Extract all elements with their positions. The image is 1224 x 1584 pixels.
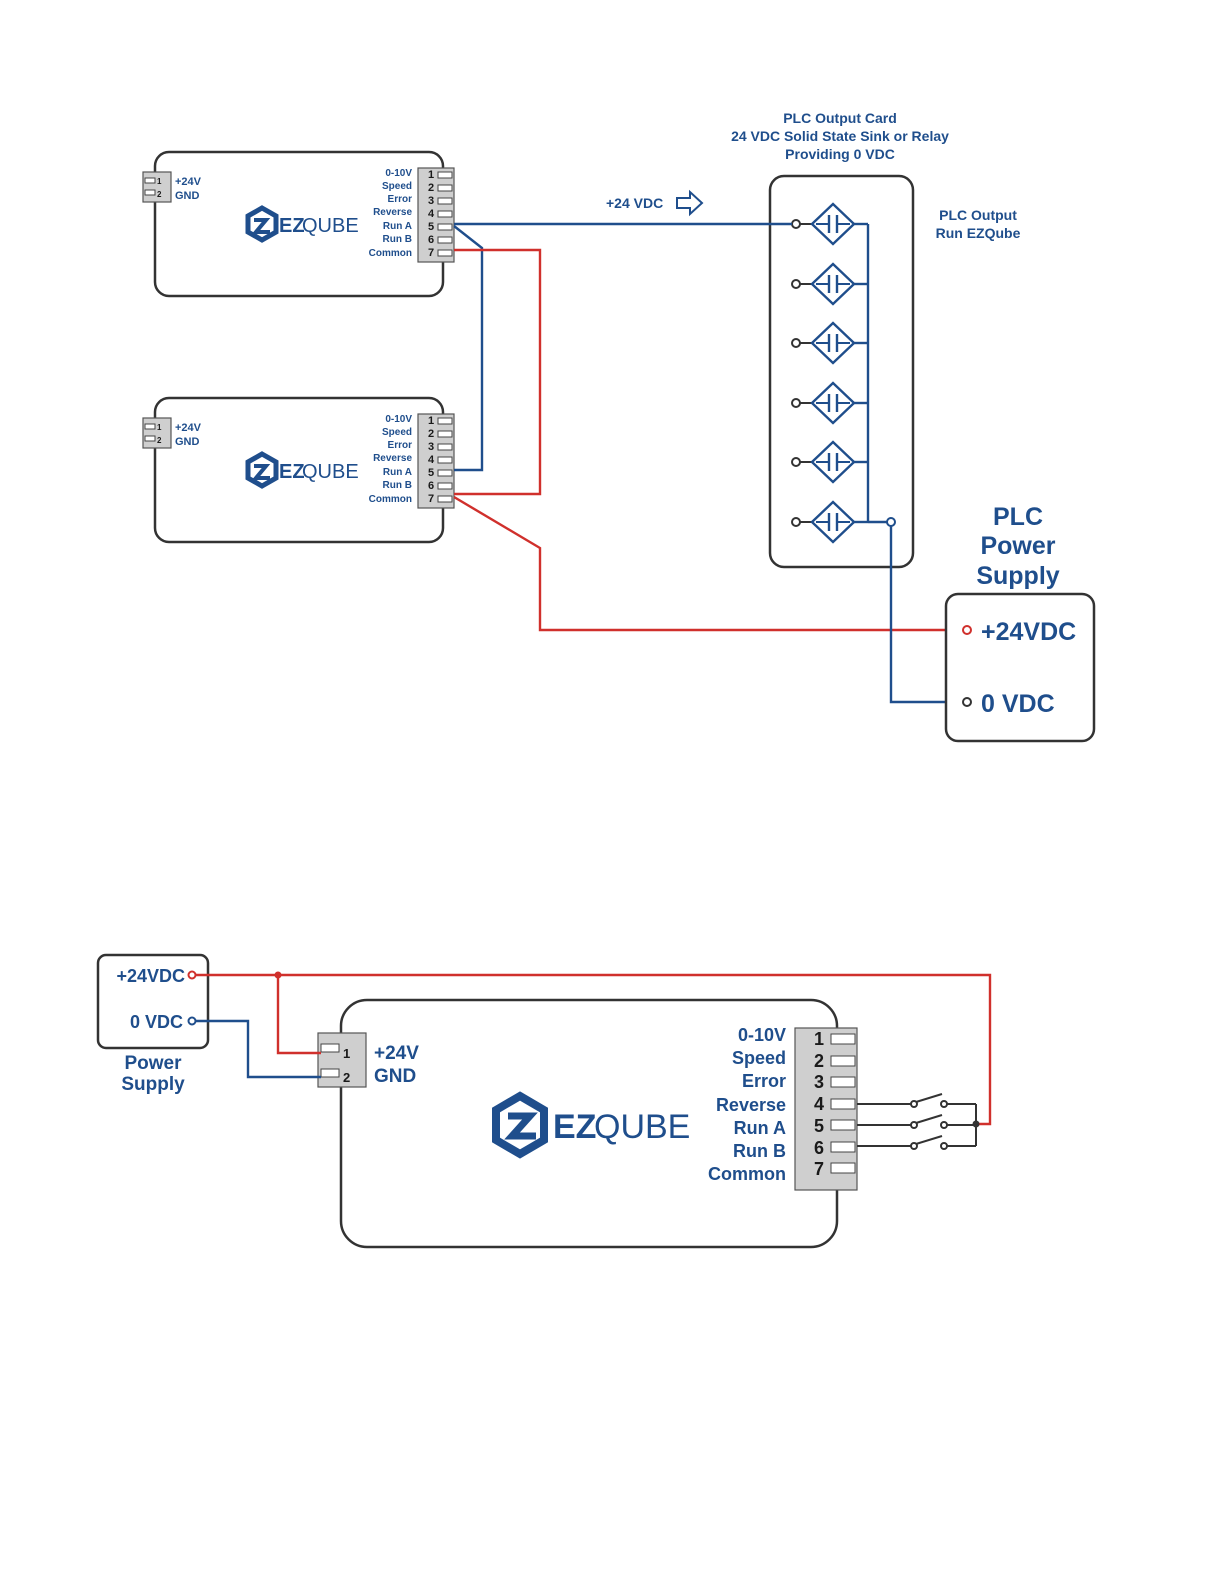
wire-24vdc-to-module — [276, 975, 321, 1055]
power-supply-neg-label: 0 VDC — [130, 1012, 183, 1032]
power-label-gnd: GND — [374, 1066, 416, 1087]
plc-supply-pos-terminal — [962, 625, 972, 635]
brand-qube: QUBE — [594, 1108, 690, 1146]
wire-common-bridge — [454, 248, 542, 496]
io-label-reverse: Reverse — [716, 1095, 786, 1115]
ezqube-module-2 — [143, 398, 454, 542]
power-pin-2: 2 — [343, 1070, 350, 1085]
power-supply-pos-terminal — [187, 970, 197, 980]
power-supply-caption-line1: Power — [124, 1053, 182, 1074]
plc-supply-title-line3: Supply — [976, 562, 1059, 590]
plc-supply-title-line2: Power — [980, 532, 1055, 560]
io-pin-4: 4 — [814, 1094, 824, 1114]
io-pin-2: 2 — [814, 1051, 824, 1071]
wire-24vdc-to-switches — [196, 973, 992, 1126]
plc-card-title: PLC Output Card 24 VDC Solid State Sink … — [731, 110, 949, 162]
io-label-run-a: Run A — [734, 1118, 786, 1138]
wire-common-to-plc-supply — [453, 495, 963, 632]
plc-power-supply-box — [944, 592, 1096, 743]
plc-card-title-line1: PLC Output Card — [783, 110, 897, 126]
plc-card-title-line2: 24 VDC Solid State Sink or Relay — [731, 128, 949, 144]
io-label-error: Error — [742, 1071, 786, 1091]
io-label-0-10v: 0-10V — [738, 1025, 786, 1045]
wire-run-a-bridge — [453, 225, 484, 472]
plc-supply-pos-label: +24VDC — [981, 618, 1076, 646]
io-pin-5: 5 — [814, 1116, 824, 1136]
io-pin-6: 6 — [814, 1138, 824, 1158]
supply-arrow-label: +24 VDC — [606, 195, 663, 211]
brand-ez: EZ — [553, 1108, 596, 1146]
io-terminal-slots — [830, 1033, 856, 1174]
io-pin-1: 1 — [814, 1029, 824, 1049]
power-pin-1: 1 — [343, 1046, 350, 1061]
diagram1-wires — [453, 222, 963, 704]
io-label-speed: Speed — [732, 1048, 786, 1068]
diagram2-wires — [196, 971, 992, 1126]
io-label-run-b: Run B — [733, 1141, 786, 1161]
power-supply-pos-label: +24VDC — [116, 966, 185, 986]
plc-output-label-line2: Run EZQube — [936, 225, 1021, 241]
ezqube-logo-icon — [492, 1091, 548, 1159]
wire-plc-common-to-0vdc — [889, 526, 963, 704]
power-supply-box — [96, 953, 210, 1050]
plc-card-common-terminal — [886, 517, 896, 527]
wire-0vdc-to-gnd — [196, 1019, 321, 1079]
power-supply-neg-terminal — [187, 1016, 197, 1026]
arrow-right-icon — [676, 189, 704, 217]
plc-card-title-line3: Providing 0 VDC — [785, 146, 895, 162]
ezqube-module-1 — [143, 152, 454, 296]
power-terminal-block — [317, 1032, 367, 1088]
io-pin-7: 7 — [814, 1159, 824, 1179]
plc-supply-title-line1: PLC — [993, 503, 1043, 531]
ezqube-logo: EZ QUBE — [492, 1091, 690, 1159]
plc-output-label-line1: PLC Output — [939, 207, 1017, 223]
input-switches — [857, 1093, 980, 1150]
io-pin-3: 3 — [814, 1072, 824, 1092]
plc-supply-neg-terminal — [962, 697, 972, 707]
plc-output-card — [768, 174, 915, 569]
power-label-24v: +24V — [374, 1043, 419, 1064]
io-label-common: Common — [708, 1164, 786, 1184]
plc-supply-neg-label: 0 VDC — [981, 690, 1055, 718]
power-supply-caption-line2: Supply — [121, 1074, 185, 1095]
